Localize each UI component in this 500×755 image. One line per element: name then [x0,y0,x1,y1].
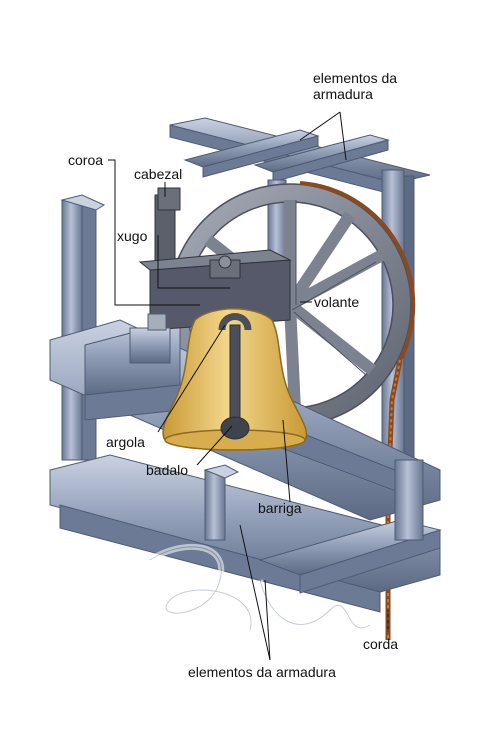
leader-frame-bottom-2 [264,579,271,661]
label-frame-elements-top: elementos da armadura [313,70,398,102]
leader-frame-bottom-1 [239,524,271,661]
leader-frame-top-1 [299,111,341,141]
leader-xugo [157,235,230,289]
label-badalo: badalo [146,462,189,478]
leader-frame-top-2 [339,111,347,161]
leader-badalo [196,425,233,466]
label-volante: volante [314,294,360,310]
label-xugo: xugo [117,228,148,244]
label-argola: argola [106,434,145,450]
leader-argola [157,324,226,433]
label-corda: corda [363,636,399,652]
clapper [220,324,250,440]
leader-coroa [108,159,200,306]
watermark [148,543,372,631]
top-frame-beams [169,117,431,196]
label-barriga: barriga [258,500,302,516]
leader-lines [108,111,389,661]
flywheel [168,181,416,427]
label-frame-elements-bottom: elementos da armadura [188,664,336,680]
leader-barriga [282,419,291,503]
label-coroa: coroa [68,152,104,168]
label-cabezal: cabezal [134,166,183,182]
